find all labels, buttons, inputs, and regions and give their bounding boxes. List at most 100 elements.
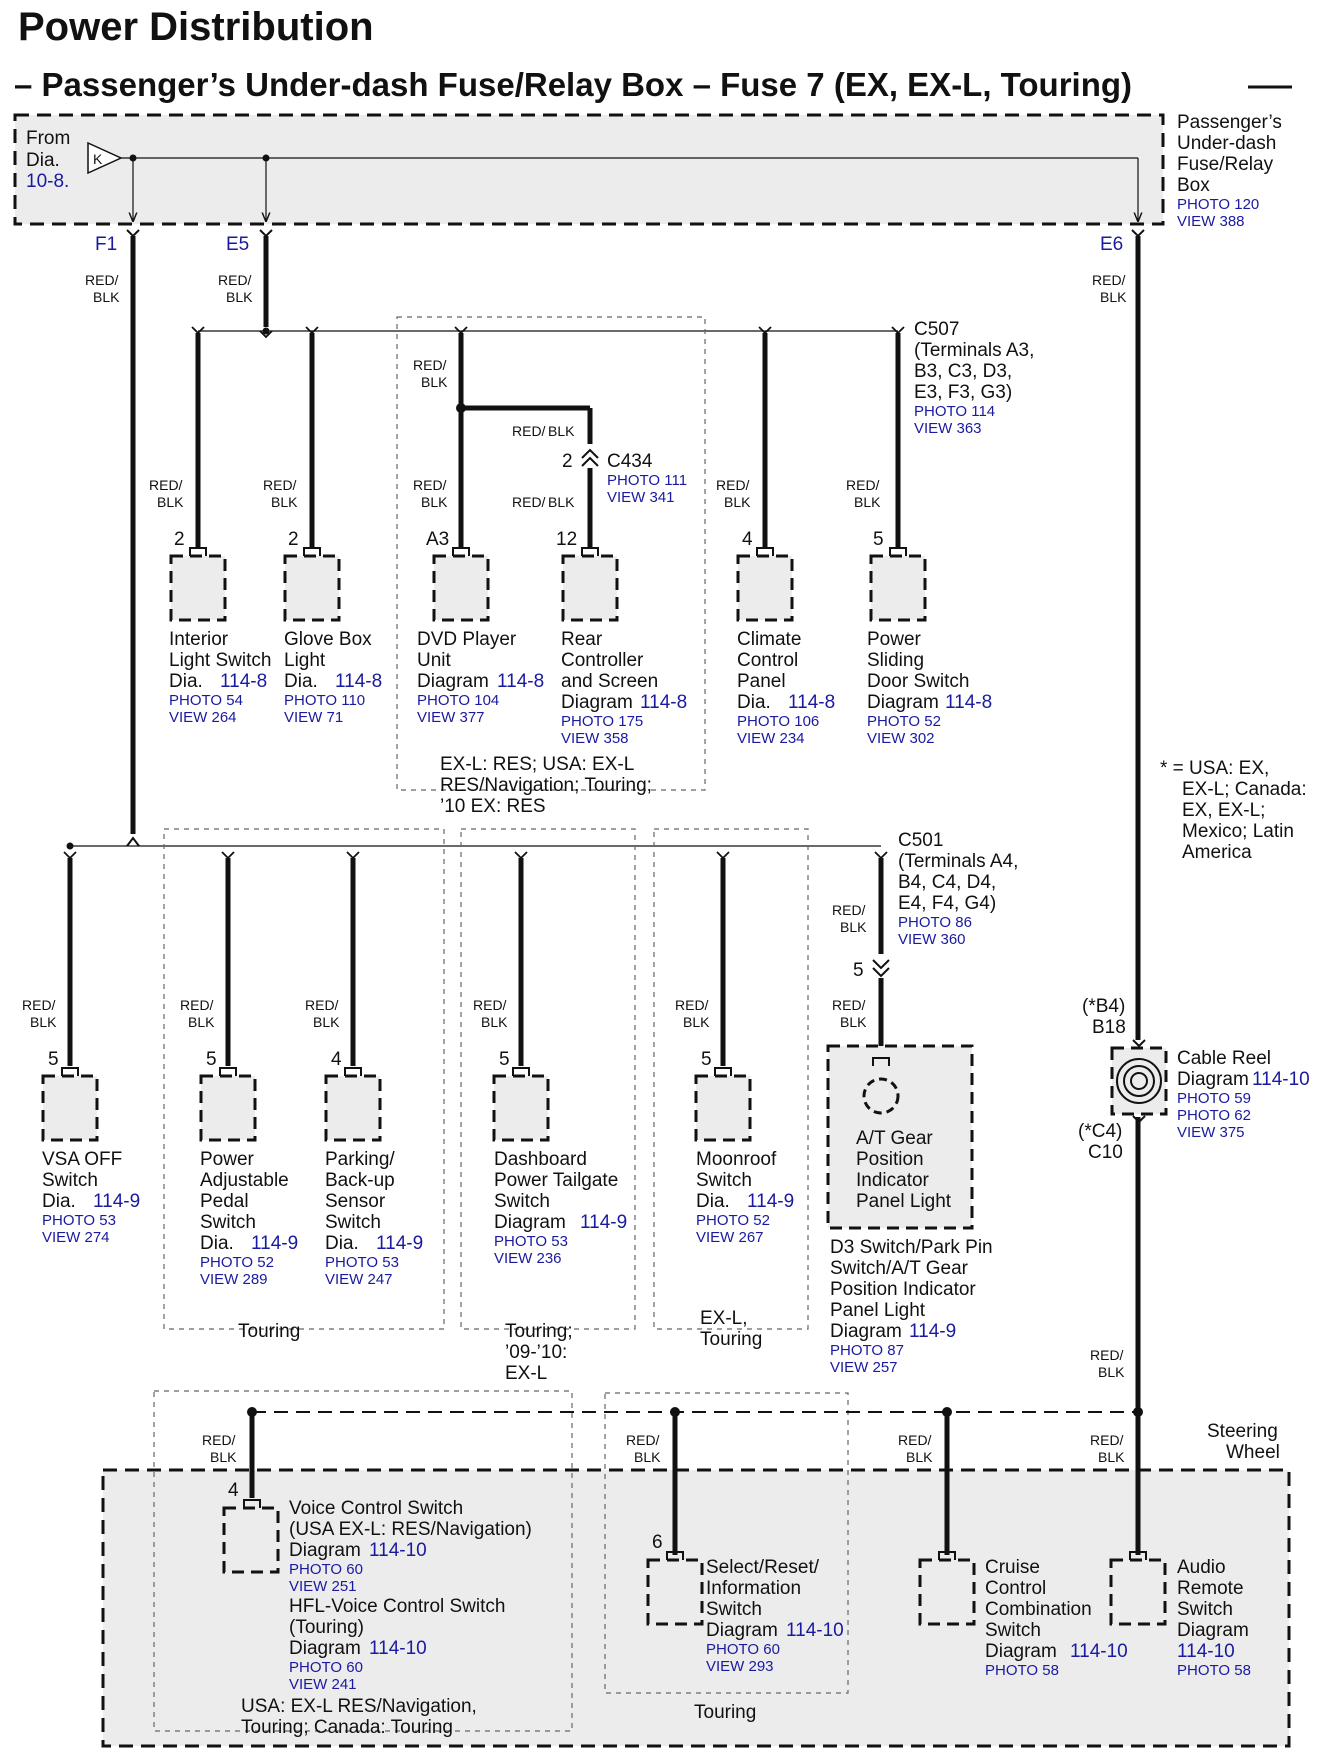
svg-text:RED/: RED/	[1090, 1432, 1124, 1448]
upper-component-sockets	[189, 547, 907, 556]
svg-text:A/T Gear: A/T Gear	[856, 1128, 933, 1149]
c507-photo: PHOTO 114	[914, 403, 995, 420]
svg-text:Power: Power	[867, 629, 922, 650]
svg-text:Interior: Interior	[169, 629, 229, 650]
svg-text:Sliding: Sliding	[867, 650, 924, 671]
fuse-box-view: VIEW 388	[1177, 213, 1245, 230]
svg-text:Diagram: Diagram	[706, 1620, 778, 1641]
svg-text:DVD Player: DVD Player	[417, 629, 517, 650]
svg-text:Dia.: Dia.	[737, 692, 771, 713]
svg-text:Rear: Rear	[561, 629, 603, 650]
svg-text:Power: Power	[200, 1149, 255, 1170]
svg-text:VIEW 267: VIEW 267	[696, 1229, 764, 1246]
svg-text:Voice Control Switch: Voice Control Switch	[289, 1498, 463, 1519]
svg-text:’10 EX: RES: ’10 EX: RES	[440, 796, 546, 817]
svg-text:Audio: Audio	[1177, 1557, 1226, 1578]
svg-text:5: 5	[499, 1049, 510, 1070]
svg-text:’09-’10:: ’09-’10:	[505, 1342, 567, 1363]
c434-view: VIEW 341	[607, 489, 675, 506]
steering-component-boxes	[222, 1506, 1167, 1626]
svg-text:5: 5	[206, 1049, 217, 1070]
c501-forks	[63, 851, 888, 860]
svg-text:Panel Light: Panel Light	[856, 1191, 952, 1212]
svg-text:114-8: 114-8	[335, 671, 382, 692]
cable-reel-pin-bottom: C10	[1088, 1142, 1123, 1163]
svg-text:VIEW 264: VIEW 264	[169, 709, 237, 726]
svg-text:Dia.: Dia.	[169, 671, 203, 692]
svg-text:Power Tailgate: Power Tailgate	[494, 1170, 618, 1191]
svg-text:(Touring): (Touring)	[289, 1617, 364, 1638]
svg-text:114-10: 114-10	[369, 1638, 427, 1659]
svg-text:Diagram: Diagram	[289, 1638, 361, 1659]
svg-text:Combination: Combination	[985, 1599, 1092, 1620]
svg-text:114-8: 114-8	[220, 671, 267, 692]
svg-text:BLK: BLK	[157, 494, 184, 510]
svg-text:* = USA: EX,: * = USA: EX,	[1160, 758, 1269, 779]
svg-text:RED/: RED/	[413, 477, 447, 493]
svg-text:PHOTO 53: PHOTO 53	[494, 1233, 568, 1250]
fuse-box-name-1: Passenger’s	[1177, 112, 1282, 133]
svg-text:Switch: Switch	[200, 1212, 256, 1233]
svg-text:114-8: 114-8	[945, 692, 992, 713]
svg-text:RED/: RED/	[512, 423, 546, 439]
svg-text:5: 5	[48, 1049, 59, 1070]
svg-text:BLK: BLK	[421, 374, 448, 390]
svg-text:PHOTO 52: PHOTO 52	[200, 1254, 274, 1271]
page-title: Power Distribution	[18, 5, 374, 49]
svg-text:114-10: 114-10	[1252, 1069, 1310, 1090]
from-label: From	[26, 128, 70, 149]
svg-text:BLK: BLK	[840, 1014, 867, 1030]
svg-text:Light: Light	[284, 650, 326, 671]
select-reset-information-switch: 6 Select/Reset/ Information Switch Diagr…	[652, 1532, 844, 1723]
glove-box-light: 2 Glove Box Light Dia. 114-8 PHOTO 110 V…	[284, 529, 382, 726]
steering-wires	[249, 1412, 1141, 1555]
dvd-group-note: EX-L: RES; USA: EX-L RES/Navigation; Tou…	[440, 754, 652, 817]
svg-text:EX-L: RES; USA: EX-L: EX-L: RES; USA: EX-L	[440, 754, 634, 775]
svg-text:America: America	[1182, 842, 1252, 863]
svg-text:Panel Light: Panel Light	[830, 1300, 926, 1321]
svg-text:VIEW 274: VIEW 274	[42, 1229, 110, 1246]
svg-text:PHOTO 87: PHOTO 87	[830, 1342, 904, 1359]
svg-text:VSA OFF: VSA OFF	[42, 1149, 122, 1170]
c507-terminals-3: E3, F3, G3)	[914, 382, 1012, 403]
f1-bus-junction	[126, 836, 140, 847]
svg-text:114-9: 114-9	[93, 1191, 140, 1212]
svg-text:114-10: 114-10	[1177, 1641, 1235, 1662]
svg-text:USA: EX-L RES/Navigation,: USA: EX-L RES/Navigation,	[241, 1696, 477, 1717]
svg-text:RED/: RED/	[832, 997, 866, 1013]
upper-wire-colors: RED/BLK RED/BLK RED/BLK RED/BLK RED/BLK …	[149, 357, 881, 510]
steering-wheel-label-1: Steering	[1207, 1421, 1278, 1442]
svg-text:5: 5	[701, 1049, 712, 1070]
svg-text:Mexico; Latin: Mexico; Latin	[1182, 821, 1294, 842]
svg-text:PHOTO 60: PHOTO 60	[289, 1561, 363, 1578]
svg-text:114-9: 114-9	[909, 1321, 956, 1342]
svg-text:Remote: Remote	[1177, 1578, 1244, 1599]
svg-text:PHOTO 52: PHOTO 52	[867, 713, 941, 730]
from-dia-ref: 10-8.	[26, 171, 69, 192]
c434-pin: 2	[562, 451, 573, 472]
svg-text:4: 4	[228, 1480, 239, 1501]
moonroof-group-note: EX-L, Touring	[700, 1308, 762, 1350]
vsa-off-switch: 5 VSA OFF Switch Dia. 114-9 PHOTO 53 VIE…	[42, 1049, 140, 1246]
svg-text:PHOTO 58: PHOTO 58	[985, 1662, 1059, 1679]
svg-text:Pedal: Pedal	[200, 1191, 249, 1212]
touring-group-note: Touring	[238, 1321, 300, 1342]
svg-text:VIEW 257: VIEW 257	[830, 1359, 898, 1376]
svg-text:RED/: RED/	[180, 997, 214, 1013]
touring-group-outline	[163, 828, 445, 1330]
svg-text:Position Indicator: Position Indicator	[830, 1279, 976, 1300]
svg-text:Controller: Controller	[561, 650, 644, 671]
middle-component-boxes	[41, 1074, 752, 1142]
at-gear-box-label: A/T Gear Position Indicator Panel Light	[856, 1128, 952, 1212]
middle-wire-colors: RED/BLK RED/BLK RED/BLK RED/BLK RED/BLK …	[22, 902, 867, 1030]
svg-text:Switch: Switch	[706, 1599, 762, 1620]
fuse-box-name-4: Box	[1177, 175, 1210, 196]
svg-text:D3 Switch/Park Pin: D3 Switch/Park Pin	[830, 1237, 993, 1258]
svg-text:EX, EX-L;: EX, EX-L;	[1182, 800, 1265, 821]
svg-text:Adjustable: Adjustable	[200, 1170, 289, 1191]
c501-terminals-1: (Terminals A4,	[898, 851, 1018, 872]
e6-wire-color-1: RED/	[1092, 272, 1126, 288]
svg-text:PHOTO 52: PHOTO 52	[696, 1212, 770, 1229]
